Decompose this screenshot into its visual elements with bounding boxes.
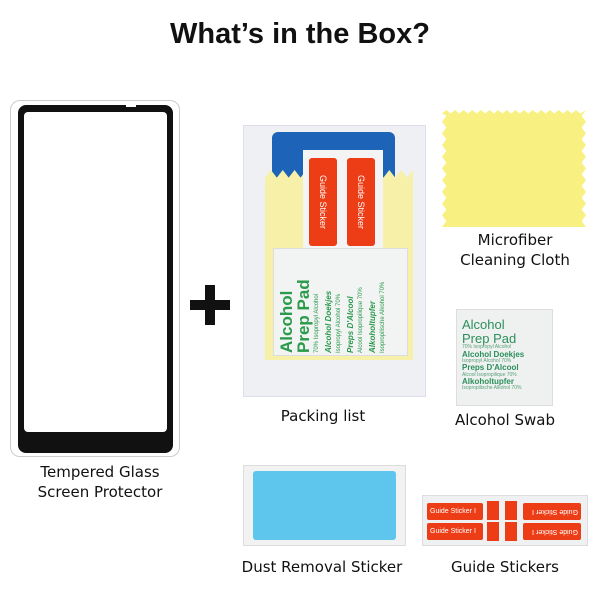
guide-sticker: Guide Sticker I	[427, 523, 483, 540]
pad-text: Preps D'Alcool	[462, 363, 519, 373]
microfiber-cloth-image	[442, 110, 586, 227]
pad-text: Isopropilische Alkohol 70%	[380, 281, 386, 353]
guide-stickers-image: Guide Sticker I Guide Sticker I Guide St…	[422, 495, 588, 546]
pad-text: 70% Isopropyl Alcohol	[314, 293, 320, 353]
tempered-glass-label: Tempered Glass Screen Protector	[20, 462, 180, 502]
pad-text: Alcohol Doekjes	[324, 290, 333, 353]
pad-text: Alcohol	[462, 317, 505, 332]
protector-glass	[24, 112, 167, 432]
pad-text: Preps D'Alcool	[346, 296, 355, 353]
pad-text: Alcool Isopropilique 70%	[358, 287, 364, 353]
label-line: Microfiber	[477, 231, 553, 249]
pad-text: Isopropyl Alcohol 70%	[336, 293, 342, 353]
pad-text: Prep Pad	[462, 330, 517, 346]
guide-sticker: Guide Sticker	[347, 158, 375, 246]
pad-text: Alcohol	[277, 290, 296, 353]
pad-text: 70% Isopropyl Alcohol	[462, 344, 512, 351]
pad-text: Isopropyl Alcohol 70%	[462, 357, 512, 364]
pad-text: Alcohol Doekjes	[462, 349, 525, 359]
pad-text: Alkoholtupfer	[462, 376, 514, 386]
alcohol-swab-label: Alcohol Swab	[455, 411, 555, 429]
pad-text: Prep Pad	[294, 279, 313, 353]
pad-text: Alcool Isopropilique 70%	[462, 371, 517, 378]
packing-list-label: Packing list	[280, 407, 366, 425]
pad-text: Isopropilische Alkohol 70%	[462, 385, 522, 392]
guide-stickers-label: Guide Stickers	[451, 558, 559, 576]
alcohol-pad: Alcohol Prep Pad 70% Isopropyl Alcohol A…	[273, 248, 408, 356]
protector-notch	[126, 103, 136, 107]
alcohol-swab-image: Alcohol Prep Pad 70% Isopropyl Alcohol A…	[456, 309, 553, 406]
cloth-label: Microfiber Cleaning Cloth	[440, 230, 590, 270]
guide-sticker-card: Guide Sticker Guide Sticker	[303, 150, 383, 260]
guide-sticker: Guide Sticker I	[427, 503, 483, 520]
guide-sticker: Guide Sticker I	[523, 503, 581, 520]
guide-sticker: Guide Sticker I	[523, 523, 581, 540]
pad-text: Alkoholtupfer	[368, 301, 377, 353]
label-line: Cleaning Cloth	[460, 251, 570, 269]
label-line: Tempered Glass	[40, 463, 160, 481]
guide-sticker: Guide Sticker	[309, 158, 337, 246]
dust-sticker-label: Dust Removal Sticker	[241, 558, 403, 576]
label-line: Screen Protector	[37, 483, 163, 501]
page-title: What’s in the Box?	[170, 18, 430, 50]
dust-removal-sticker-image	[253, 471, 396, 540]
